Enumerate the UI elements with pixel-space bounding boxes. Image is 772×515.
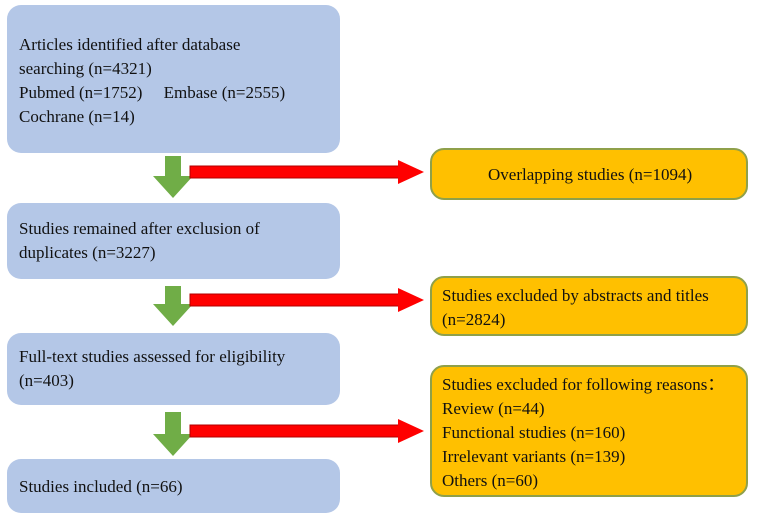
box-text-line: Overlapping studies (n=1094) bbox=[488, 165, 693, 184]
box-text-line: Full-text studies assessed for eligibili… bbox=[19, 347, 286, 366]
box-text-line: Cochrane (n=14) bbox=[19, 107, 135, 126]
right-arrow-3 bbox=[189, 419, 424, 443]
box-included: Studies included (n=66) bbox=[7, 459, 340, 513]
box-text-line: Studies remained after exclusion of bbox=[19, 219, 260, 238]
box-full-text: Full-text studies assessed for eligibili… bbox=[7, 333, 340, 405]
box-text-line: Articles identified after database bbox=[19, 35, 241, 54]
box-text-line: duplicates (n=3227) bbox=[19, 243, 156, 262]
box-text-line: Studies included (n=66) bbox=[19, 477, 183, 496]
box-text-line: Studies excluded for following reasons： bbox=[442, 375, 725, 394]
box-text-line: searching (n=4321) bbox=[19, 59, 152, 78]
down-arrow-1 bbox=[153, 156, 193, 198]
box-text-line: Review (n=44) bbox=[442, 399, 545, 418]
box-text-line: (n=2824) bbox=[442, 310, 506, 329]
right-arrow-1 bbox=[189, 160, 424, 184]
box-after-duplicates: Studies remained after exclusion of dupl… bbox=[7, 203, 340, 279]
box-excluded-abstracts: Studies excluded by abstracts and titles… bbox=[430, 276, 748, 336]
box-text-line: Others (n=60) bbox=[442, 471, 538, 490]
box-text-line: Studies excluded by abstracts and titles bbox=[442, 286, 709, 305]
down-arrow-2 bbox=[153, 286, 193, 326]
box-text-line: (n=403) bbox=[19, 371, 74, 390]
box-articles-identified: Articles identified after database searc… bbox=[7, 5, 340, 153]
box-excluded-reasons: Studies excluded for following reasons： … bbox=[430, 365, 748, 497]
box-text-line: Pubmed (n=1752) Embase (n=2555) bbox=[19, 83, 286, 102]
down-arrow-3 bbox=[153, 412, 193, 456]
box-text-line: Irrelevant variants (n=139) bbox=[442, 447, 626, 466]
box-overlapping: Overlapping studies (n=1094) bbox=[430, 148, 748, 200]
right-arrow-2 bbox=[189, 288, 424, 312]
box-text-line: Functional studies (n=160) bbox=[442, 423, 626, 442]
